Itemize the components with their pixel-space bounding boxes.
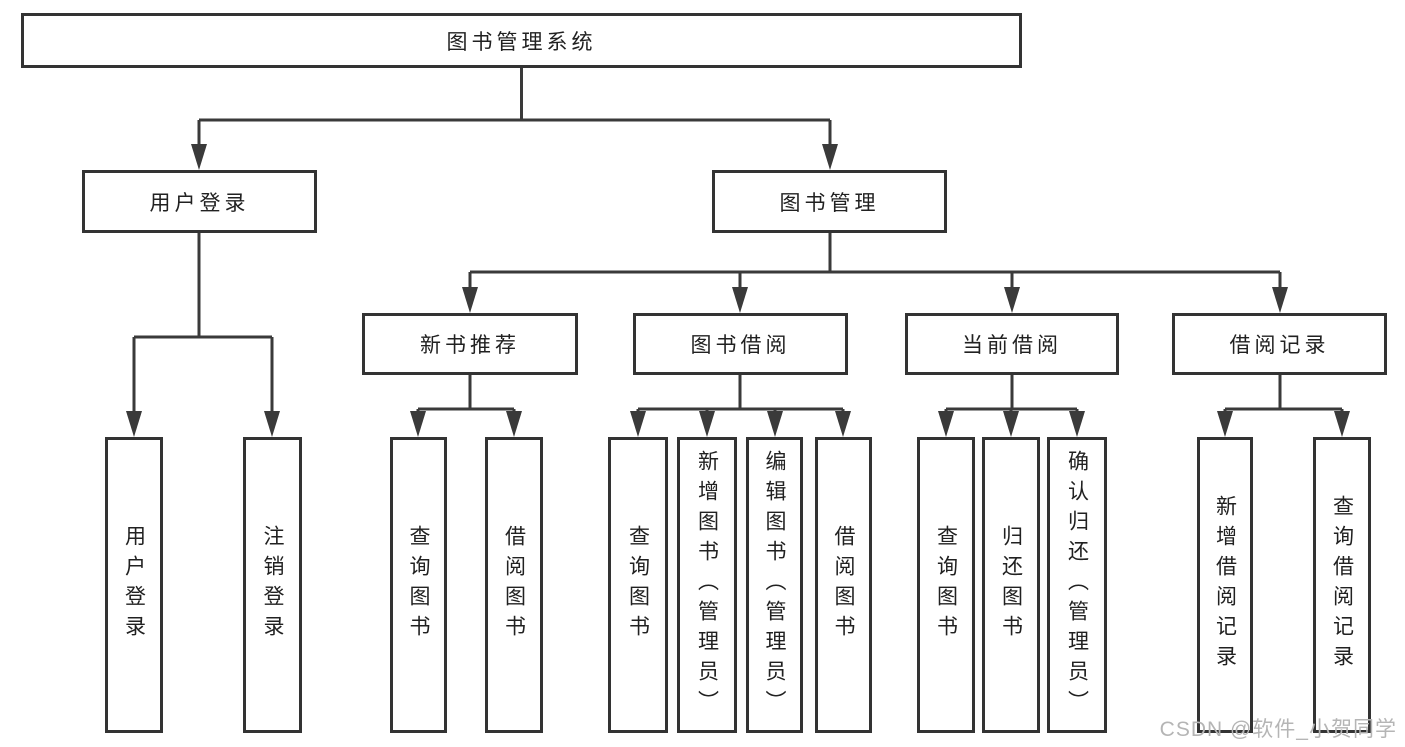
node-label: 归还图书	[999, 525, 1023, 645]
node-borrow-records: 借阅记录	[1172, 313, 1387, 375]
node-label: 新书推荐	[420, 334, 520, 357]
leaf-br-add-record: 新增借阅记录	[1197, 437, 1253, 733]
node-book-management: 图书管理	[712, 170, 947, 233]
node-label: 查询图书	[407, 525, 430, 645]
node-label: 图书借阅	[690, 334, 791, 357]
branch-book-management	[462, 233, 1288, 313]
node-label: 新增借阅记录	[1213, 495, 1237, 675]
node-label: 图书管理	[779, 191, 880, 215]
leaf-bb-edit-books-admin: 编辑图书（管理员）	[746, 437, 803, 733]
branch-root	[191, 68, 838, 170]
node-label: 查询借阅记录	[1330, 495, 1354, 675]
node-label: 注销登录	[261, 525, 284, 645]
node-label: 当前借阅	[962, 334, 1062, 357]
leaf-cb-return-books: 归还图书	[982, 437, 1040, 733]
leaf-bb-borrow-books: 借阅图书	[815, 437, 872, 733]
node-label: 查询图书	[626, 525, 650, 645]
leaf-nb-query-books: 查询图书	[390, 437, 447, 733]
leaf-logout: 注销登录	[243, 437, 302, 733]
leaf-nb-borrow-books: 借阅图书	[485, 437, 543, 733]
leaf-bb-add-books-admin: 新增图书（管理员）	[677, 437, 737, 733]
branch-new-book-recommend	[410, 375, 522, 437]
node-book-borrow: 图书借阅	[633, 313, 848, 375]
branch-user-login	[126, 233, 280, 437]
node-label: 确认归还（管理员）	[1065, 450, 1089, 720]
node-label: 借阅图书	[832, 525, 855, 645]
node-root-library-system: 图书管理系统	[21, 13, 1022, 68]
node-label: 图书管理系统	[446, 30, 597, 54]
node-label: 借阅记录	[1229, 334, 1330, 357]
leaf-bb-query-books: 查询图书	[608, 437, 668, 733]
branch-book-borrow	[630, 375, 851, 437]
node-label: 用户登录	[122, 525, 146, 645]
node-label: 用户登录	[149, 191, 250, 215]
watermark: CSDN @软件_小贺同学	[1159, 718, 1397, 741]
leaf-cb-query-books: 查询图书	[917, 437, 975, 733]
node-label: 新增图书（管理员）	[695, 450, 719, 720]
branch-current-borrow	[938, 375, 1085, 437]
leaf-user-login: 用户登录	[105, 437, 163, 733]
node-current-borrow: 当前借阅	[905, 313, 1119, 375]
leaf-cb-confirm-return-admin: 确认归还（管理员）	[1047, 437, 1107, 733]
node-label: 编辑图书（管理员）	[763, 450, 786, 720]
node-user-login: 用户登录	[82, 170, 317, 233]
node-label: 查询图书	[934, 525, 958, 645]
node-label: 借阅图书	[502, 525, 526, 645]
node-new-book-recommend: 新书推荐	[362, 313, 578, 375]
branch-borrow-records	[1217, 375, 1350, 437]
leaf-br-query-record: 查询借阅记录	[1313, 437, 1371, 733]
